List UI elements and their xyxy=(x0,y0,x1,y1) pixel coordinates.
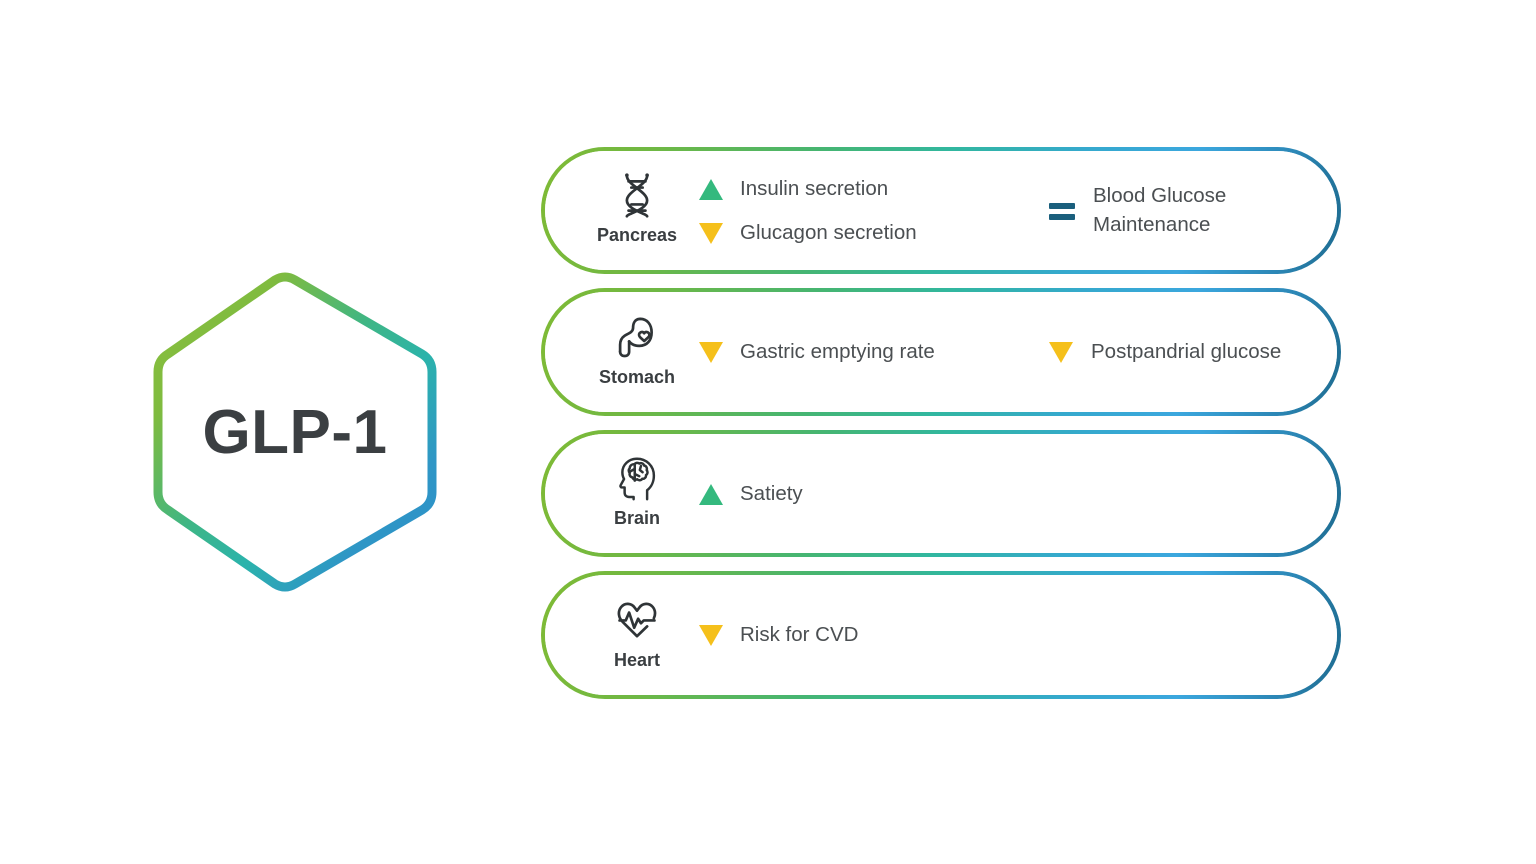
organ-label: Heart xyxy=(613,649,661,670)
row-pancreas[interactable]: Pancreas Insulin secretion Glucagon secr… xyxy=(541,147,1341,274)
stomach-icon xyxy=(610,311,664,365)
effects-pancreas: Insulin secretion Glucagon secretion xyxy=(697,176,1037,246)
brain-head-icon xyxy=(610,452,664,506)
outcome-pancreas: Blood Glucose Maintenance xyxy=(1047,182,1323,239)
effect-item: Glucagon secretion xyxy=(697,220,1037,246)
organ-brain: Brain xyxy=(581,452,693,529)
organ-label: Brain xyxy=(613,508,660,528)
page-title: GLP-1 xyxy=(202,397,388,467)
down-triangle-icon xyxy=(697,339,725,365)
organ-stomach: Stomach xyxy=(581,311,693,388)
down-triangle-icon xyxy=(1047,339,1075,365)
down-triangle-icon xyxy=(697,220,725,246)
outcome-stomach: Postpandrial glucose xyxy=(1047,338,1281,366)
hexagon-outline-icon xyxy=(153,272,437,592)
row-stomach[interactable]: Stomach Gastric emptying rate Postpandri… xyxy=(541,288,1341,416)
row-brain[interactable]: Brain Satiety xyxy=(541,430,1341,557)
effects-brain: Satiety xyxy=(697,481,1037,507)
effects-stomach: Gastric emptying rate xyxy=(697,339,1037,365)
organ-pancreas: Pancreas xyxy=(581,169,693,246)
outcome-label: Blood Glucose Maintenance xyxy=(1093,184,1227,236)
heart-pulse-icon xyxy=(610,594,664,648)
organ-heart: Heart xyxy=(581,594,693,671)
organ-label: Pancreas xyxy=(596,225,678,245)
effect-label: Gastric emptying rate xyxy=(740,340,935,363)
glp1-hexagon-badge: GLP-1 xyxy=(150,272,440,592)
effect-label: Insulin secretion xyxy=(740,176,889,200)
effect-label: Satiety xyxy=(740,481,803,505)
up-triangle-icon xyxy=(697,176,725,202)
outcome-label: Postpandrial glucose xyxy=(1091,339,1282,363)
dna-helix-icon xyxy=(610,169,664,223)
effect-label: Risk for CVD xyxy=(740,623,859,646)
organ-label: Stomach xyxy=(598,366,676,387)
row-heart[interactable]: Heart Risk for CVD xyxy=(541,571,1341,699)
effects-heart: Risk for CVD xyxy=(697,622,1037,648)
effects-list: Pancreas Insulin secretion Glucagon secr… xyxy=(541,147,1341,713)
effect-item: Satiety xyxy=(697,481,1037,507)
up-triangle-icon xyxy=(697,481,725,507)
down-triangle-icon xyxy=(697,622,725,648)
effect-item: Gastric emptying rate xyxy=(697,339,1037,365)
effect-item: Insulin secretion xyxy=(697,176,1037,202)
effect-item: Risk for CVD xyxy=(697,622,1037,648)
effect-label: Glucagon secretion xyxy=(740,220,917,244)
equals-icon xyxy=(1047,200,1077,222)
